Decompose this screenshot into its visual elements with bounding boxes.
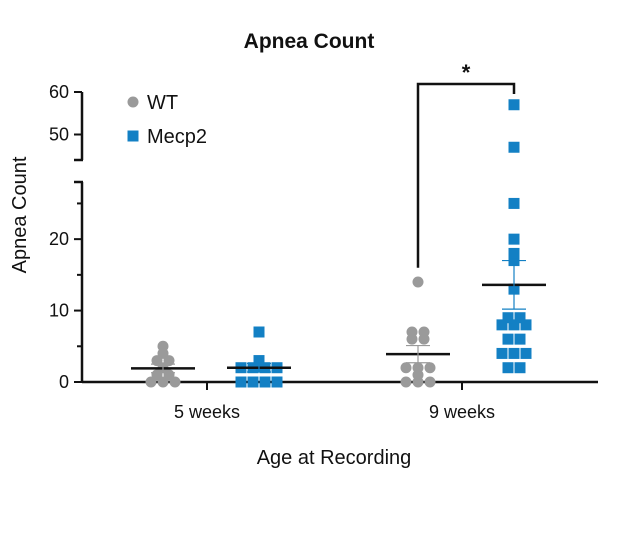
data-point-wt [157,340,169,352]
data-marks: * [131,60,546,388]
data-point-mecp2 [520,319,532,331]
data-point-mecp2 [508,197,520,209]
legend-label-wt: WT [147,92,178,114]
data-point-mecp2 [235,376,247,388]
data-point-wt [406,326,418,338]
data-point-mecp2 [514,312,526,324]
data-point-mecp2 [502,312,514,324]
legend-marker-wt [127,96,139,108]
axes: 0 10 20 50 60 5 weeks 9 weeks [49,82,598,422]
data-point-mecp2 [496,347,508,359]
data-point-mecp2 [502,362,514,374]
data-point-mecp2 [514,333,526,345]
data-point-mecp2 [508,347,520,359]
legend-label-mecp2: Mecp2 [147,126,207,148]
data-point-mecp2 [508,141,520,153]
significance-bracket [416,82,516,268]
data-point-wt [400,362,412,374]
data-point-wt [400,376,412,388]
data-point-wt [418,326,430,338]
data-point-wt [424,376,436,388]
data-point-mecp2 [253,326,265,338]
data-point-mecp2 [508,99,520,111]
significance-star: * [462,60,471,85]
data-point-mecp2 [502,333,514,345]
data-point-mecp2 [253,355,265,367]
y-tick-label: 10 [49,301,69,321]
data-point-mecp2 [508,247,520,259]
y-tick-label: 50 [49,125,69,145]
data-point-mecp2 [496,319,508,331]
legend: WT Mecp2 [127,92,207,148]
data-point-wt [412,276,424,288]
y-tick-label: 0 [59,372,69,392]
x-tick-label: 9 weeks [429,402,495,422]
data-point-mecp2 [514,362,526,374]
y-axis-label: Apnea Count [9,156,31,273]
chart-title: Apnea Count [244,30,375,53]
data-point-mecp2 [520,347,532,359]
data-point-mecp2 [508,319,520,331]
x-tick-label: 5 weeks [174,402,240,422]
x-axis-label: Age at Recording [257,447,412,469]
data-point-mecp2 [259,376,271,388]
y-tick-label: 20 [49,229,69,249]
data-point-mecp2 [508,233,520,245]
data-point-wt [424,362,436,374]
legend-marker-mecp2 [127,130,139,142]
data-point-mecp2 [271,376,283,388]
data-point-wt [412,362,424,374]
data-point-mecp2 [247,376,259,388]
y-tick-label: 60 [49,82,69,102]
